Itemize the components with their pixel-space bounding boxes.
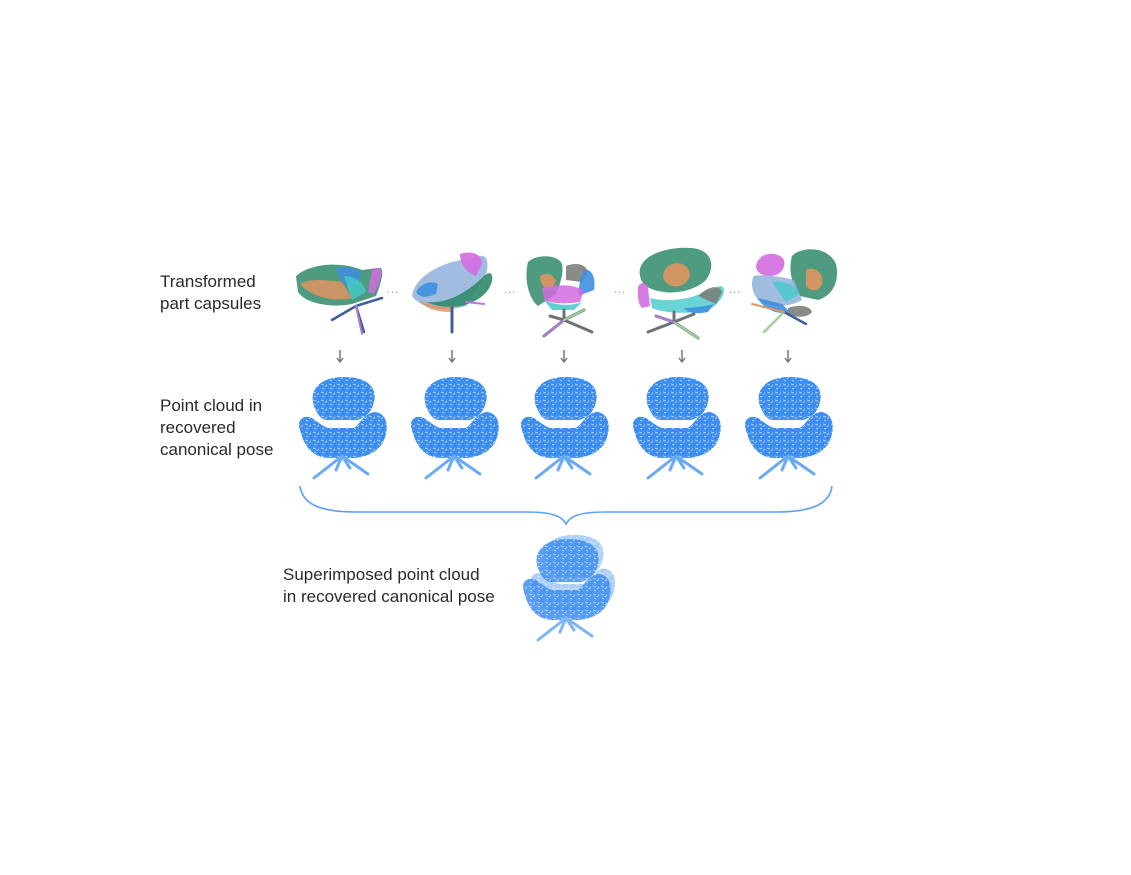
canonical-point-cloud-4 [630,374,724,482]
canonical-point-cloud-5 [742,374,836,482]
down-arrow-icon [783,350,793,364]
canonical-point-cloud-1 [296,374,390,482]
ellipsis-4: ... [729,284,742,296]
ellipsis-3: ... [614,284,627,296]
transformed-chair-5 [748,246,840,338]
canonical-point-cloud-2 [408,374,502,482]
row-label-transformed-capsules: Transformed part capsules [160,272,262,313]
transformed-chair-3 [522,254,608,344]
row-label-canonical-point-cloud: Point cloud in recovered canonical pose [160,396,274,459]
transformed-chair-2 [406,250,496,340]
down-arrow-icon [447,350,457,364]
superimposed-point-cloud [518,530,622,642]
canonical-point-cloud-3 [518,374,612,482]
down-arrow-icon [559,350,569,364]
ellipsis-1: ... [387,284,400,296]
down-arrow-icon [677,350,687,364]
ellipsis-2: ... [504,284,517,296]
transformed-chair-1 [292,262,388,340]
row-label-superimposed-point-cloud: Superimposed point cloud in recovered ca… [283,565,495,606]
down-arrow-icon [335,350,345,364]
transformed-chair-4 [636,246,728,342]
grouping-brace [296,484,836,530]
